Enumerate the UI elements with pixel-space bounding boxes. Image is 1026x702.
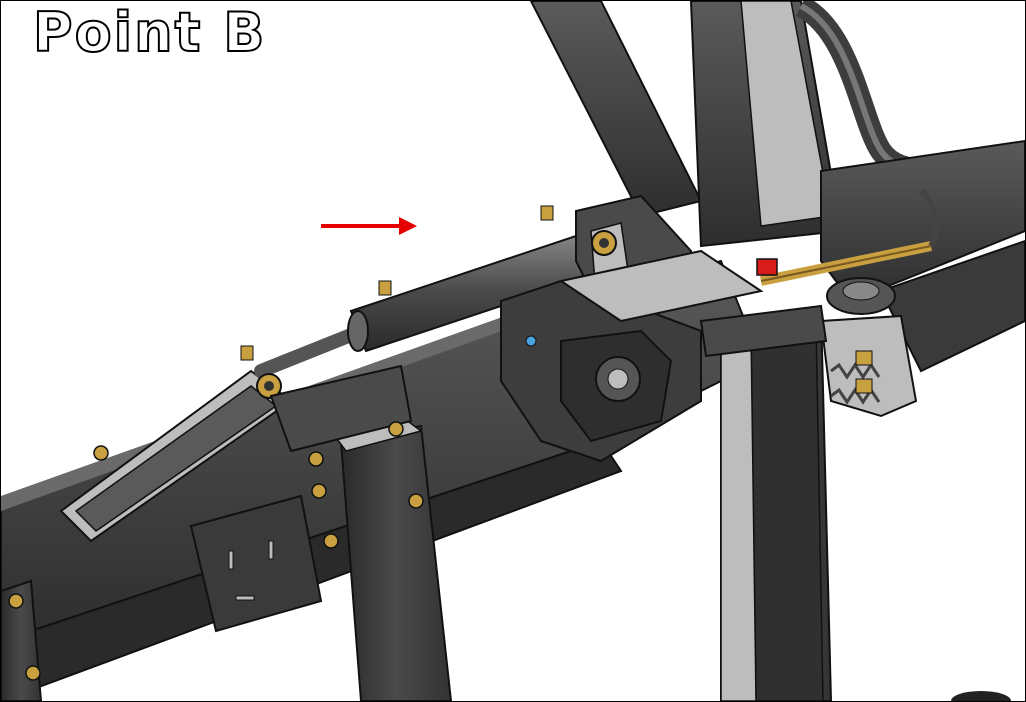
- brass-nut: [855, 350, 873, 394]
- u-bolt-bracket: [269, 364, 413, 453]
- red-valve: [756, 258, 778, 276]
- brass-bolt: [8, 421, 424, 681]
- sensor-dot: [525, 335, 537, 347]
- upper-diagonal-beam: [529, 1, 703, 218]
- mounting-plate: [189, 494, 323, 633]
- right-beam-lower: [879, 239, 1025, 373]
- wheel-hint: [951, 691, 1011, 701]
- red-arrow-annotation: [321, 217, 417, 235]
- mounting-slot: [228, 540, 274, 601]
- spring-bracket: [819, 314, 918, 418]
- post-clamp-plate: [699, 304, 828, 358]
- hydraulic-fitting: [240, 205, 554, 361]
- page-title: Point B: [32, 1, 267, 64]
- hinge-top-plate: [558, 249, 764, 323]
- cylinder-rod: [254, 324, 368, 378]
